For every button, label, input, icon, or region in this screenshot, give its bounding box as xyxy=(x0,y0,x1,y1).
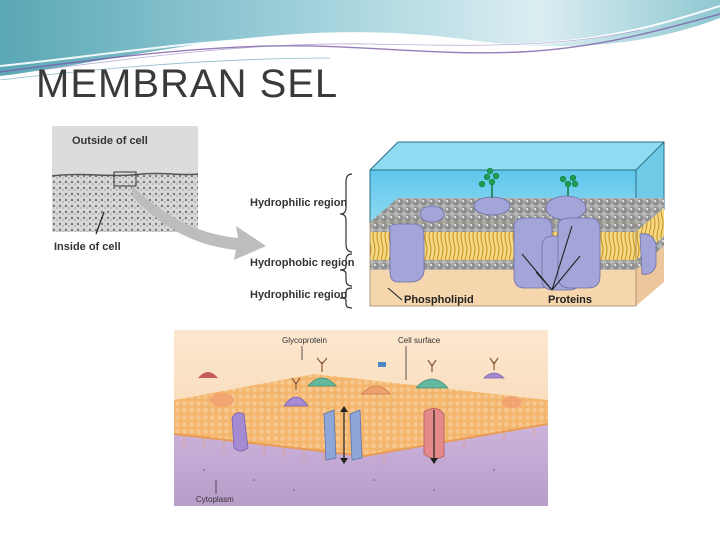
header-banner xyxy=(0,0,720,80)
svg-text:Hydrophilic region: Hydrophilic region xyxy=(250,197,347,209)
zoom-arrow xyxy=(132,186,266,260)
region-labels: Hydrophilic region Hydrophobic region Hy… xyxy=(250,173,355,309)
channel-proteins xyxy=(231,406,445,464)
membrane-structure-diagram: Outside of cell Inside of cell Hydrophil… xyxy=(52,126,665,309)
cell-surface-label: Cell surface xyxy=(398,336,441,345)
svg-text:Hydrophobic region: Hydrophobic region xyxy=(250,257,355,269)
micrograph: Outside of cell Inside of cell xyxy=(52,126,199,253)
phospholipid-label: Phospholipid xyxy=(404,294,474,306)
svg-text:Hydrophilic region: Hydrophilic region xyxy=(250,289,347,301)
slide-title: MEMBRAN SEL xyxy=(36,62,339,106)
fluid-mosaic-diagram: Glycoprotein Cell surface Cytoplasm xyxy=(174,330,548,506)
membrane-block: Phospholipid Proteins xyxy=(369,141,665,307)
inside-of-cell-label: Inside of cell xyxy=(54,241,121,253)
proteins-label: Proteins xyxy=(548,294,592,306)
glycoprotein-label: Glycoprotein xyxy=(282,336,327,345)
hydrophilic-region-top-label: Hydrophilic region xyxy=(250,197,347,209)
outside-of-cell-label: Outside of cell xyxy=(72,135,148,147)
surface-proteins xyxy=(198,357,522,408)
cytoplasm-label: Cytoplasm xyxy=(196,495,234,504)
carbohydrate-chains xyxy=(478,167,579,198)
hydrophilic-region-bottom-label: Hydrophilic region xyxy=(250,289,347,301)
hydrophobic-region-label: Hydrophobic region xyxy=(250,257,355,269)
